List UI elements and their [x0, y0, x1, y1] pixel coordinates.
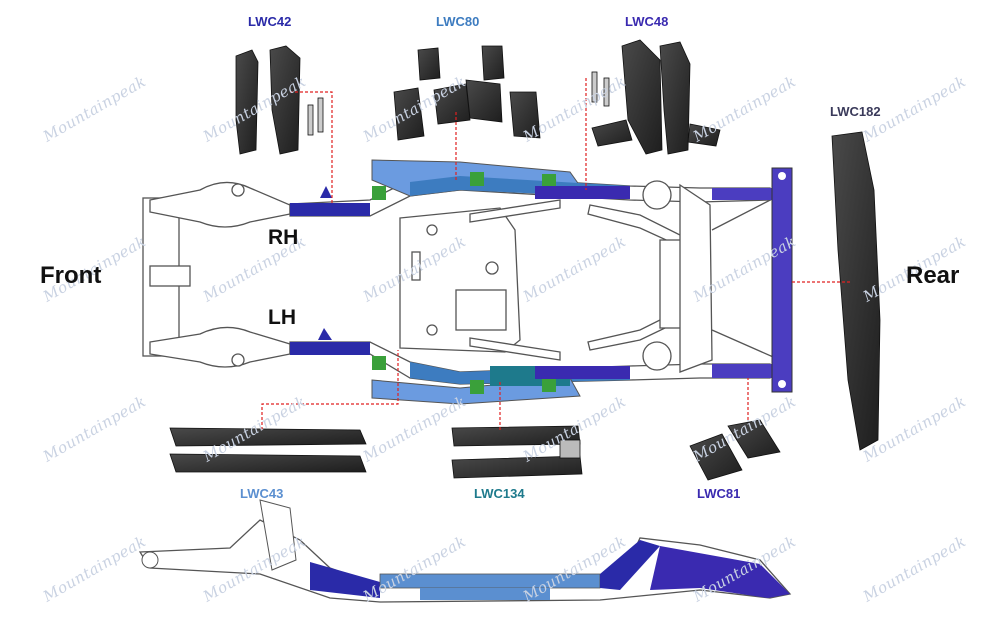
front-bumper-mount [149, 265, 191, 287]
leader-lines [261, 78, 852, 430]
coil-spring-rh [642, 180, 672, 210]
coil-spring-lh [642, 341, 672, 371]
bracket-green [542, 378, 556, 392]
lwc80-part [393, 45, 541, 141]
label-lwc48: LWC48 [625, 14, 669, 29]
lwc134-part [451, 425, 583, 479]
lwc182-overlay [771, 167, 793, 393]
lwc81-overlay-rh [712, 188, 772, 200]
label-lwc42: LWC42 [248, 14, 292, 29]
frame-hole [231, 183, 245, 197]
lwc42-part [235, 45, 324, 155]
lwc48-part [591, 39, 721, 155]
label-rh: RH [268, 226, 299, 249]
label-lwc80: LWC80 [436, 14, 480, 29]
lwc81-part [689, 419, 781, 481]
frame-hole [231, 353, 245, 367]
lwc182-part [831, 131, 881, 451]
label-lwc182: LWC182 [830, 104, 881, 119]
lwc42-overlay-rh [290, 203, 370, 216]
label-rear: Rear [906, 262, 960, 289]
label-lwc43: LWC43 [240, 486, 284, 501]
frame-side-view [138, 499, 792, 603]
bracket-green [542, 174, 556, 188]
bracket-green [372, 356, 386, 370]
skid-plate-cutout [455, 289, 507, 331]
label-lh: LH [268, 306, 296, 329]
bracket-green [470, 172, 484, 186]
lwc42-overlay-lh [290, 342, 370, 355]
label-front: Front [40, 262, 102, 289]
label-lwc81: LWC81 [697, 486, 741, 501]
bracket-green [372, 186, 386, 200]
bracket-green [470, 380, 484, 394]
lwc81-overlay-lh [712, 364, 772, 378]
label-lwc134: LWC134 [474, 486, 525, 501]
part-overlays-top [290, 159, 793, 405]
lwc43-part [169, 427, 367, 473]
lwc48-overlay-lh [535, 366, 630, 379]
lwc48-overlay-rh [535, 186, 630, 199]
